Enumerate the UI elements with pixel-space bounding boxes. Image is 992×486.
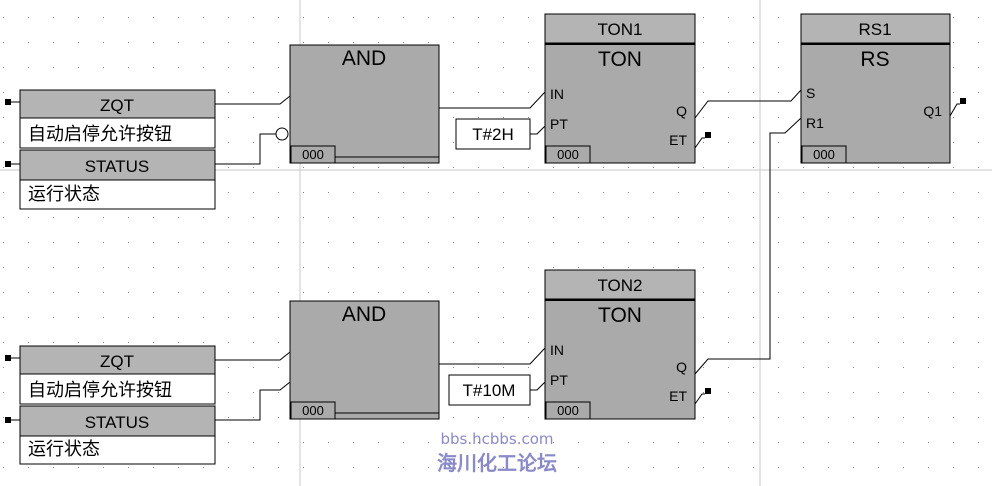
and-block-top[interactable]: AND 000 — [289, 44, 440, 164]
ton1-pin-et: ET — [669, 132, 687, 148]
input-zqt-label: ZQT — [100, 96, 134, 115]
wire — [439, 347, 546, 365]
input-status-comment: 运行状态 — [28, 439, 100, 460]
and-block-bottom[interactable]: AND 000 — [289, 300, 440, 420]
rs1-pin-s: S — [806, 85, 815, 101]
output-terminal[interactable] — [705, 388, 711, 394]
input-status-top[interactable]: STATUS 运行状态 — [5, 149, 216, 210]
watermark-url: bbs.hcbbs.com — [440, 430, 553, 448]
ton2-counter: 000 — [557, 403, 579, 418]
ton1-counter: 000 — [557, 147, 579, 162]
ton1-preset-value: T#2H — [472, 125, 514, 144]
wire — [949, 103, 960, 117]
input-status-bottom[interactable]: STATUS 运行状态 — [5, 405, 216, 465]
ton1-pin-q: Q — [676, 103, 687, 119]
ton2-type: TON — [598, 304, 642, 327]
input-status-label: STATUS — [85, 157, 150, 176]
input-zqt-bottom[interactable]: ZQT 自动启停允许按钮 — [5, 345, 216, 405]
output-terminal[interactable] — [960, 98, 966, 104]
output-terminal[interactable] — [705, 132, 711, 138]
watermark-site: 海川化工论坛 — [437, 451, 557, 475]
ton2-instance: TON2 — [597, 276, 642, 295]
input-zqt-comment: 自动启停允许按钮 — [28, 124, 172, 145]
input-zqt-label: ZQT — [100, 352, 134, 371]
ton1-pin-pt: PT — [550, 116, 568, 132]
negation-circle — [275, 127, 289, 141]
wire — [694, 137, 705, 149]
wire — [439, 91, 546, 109]
ton2-pin-et: ET — [669, 388, 687, 404]
ton2-preset-value: T#10M — [463, 381, 516, 400]
rs1-counter: 000 — [813, 147, 835, 162]
ton2-pin-pt: PT — [550, 372, 568, 388]
input-zqt-comment: 自动启停允许按钮 — [28, 380, 172, 401]
and-title: AND — [342, 47, 386, 70]
rs1-type: RS — [860, 48, 889, 71]
wire — [215, 95, 291, 105]
ton2-preset[interactable]: T#10M — [448, 374, 546, 406]
ton1-type: TON — [598, 48, 642, 71]
rs1-instance: RS1 — [858, 20, 891, 39]
wire — [694, 117, 802, 375]
rs1-pin-r1: R1 — [806, 115, 824, 131]
wire — [215, 133, 276, 165]
ton1-preset[interactable]: T#2H — [455, 118, 546, 150]
ton1-pin-in: IN — [550, 86, 564, 102]
input-status-label: STATUS — [85, 413, 150, 432]
input-zqt-top[interactable]: ZQT 自动启停允许按钮 — [5, 89, 216, 149]
ton1-instance: TON1 — [597, 20, 642, 39]
ton1-block[interactable]: TON1 TON IN PT Q ET 000 — [544, 13, 696, 164]
and-counter: 000 — [302, 147, 324, 162]
ton2-pin-in: IN — [550, 342, 564, 358]
wire — [694, 393, 705, 405]
rs1-block[interactable]: RS1 RS S R1 Q1 000 — [800, 13, 951, 164]
wire — [694, 89, 802, 119]
and-title: AND — [342, 303, 386, 326]
input-status-comment: 运行状态 — [28, 184, 100, 205]
wire — [215, 351, 291, 361]
and-counter: 000 — [302, 403, 324, 418]
ton2-block[interactable]: TON2 TON IN PT Q ET 000 — [544, 269, 696, 420]
wire — [215, 381, 291, 421]
rs1-pin-q1: Q1 — [923, 103, 942, 119]
ton2-pin-q: Q — [676, 359, 687, 375]
